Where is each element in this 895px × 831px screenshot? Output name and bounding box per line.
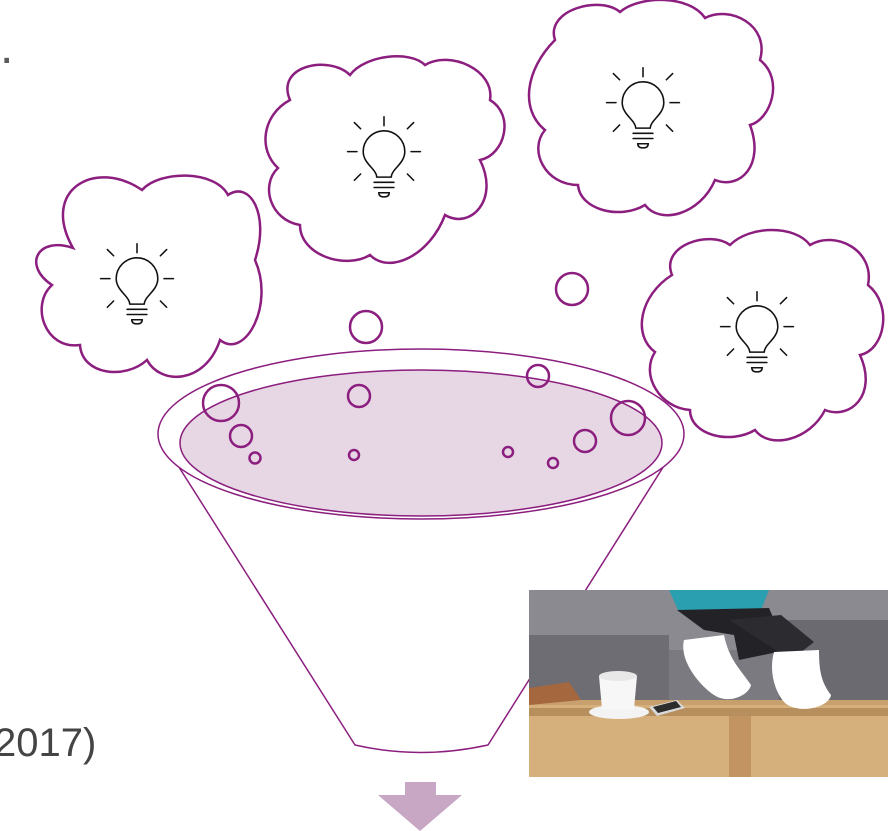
bubble <box>248 451 262 465</box>
bubble <box>347 448 361 462</box>
cloud-outline <box>34 174 263 378</box>
bubble <box>348 309 384 345</box>
funnel-liquid <box>179 369 663 517</box>
bubbles <box>201 271 647 470</box>
funnel-body <box>157 433 685 754</box>
thought-cloud-2 <box>264 55 506 265</box>
bubble <box>546 456 560 470</box>
thought-cloud-1 <box>34 174 263 378</box>
bubble <box>525 363 551 389</box>
thought-cloud-4 <box>640 228 885 442</box>
feet-on-table-photo <box>529 590 888 777</box>
thought-cloud-3 <box>527 0 775 217</box>
bubble <box>609 399 647 437</box>
arrow-down-icon <box>378 782 462 831</box>
bubble <box>228 423 254 449</box>
bubble <box>554 271 590 307</box>
funnel <box>157 348 685 754</box>
cloud-outline <box>527 0 775 217</box>
year-citation-fragment: 2017) <box>0 721 97 765</box>
cloud-outline <box>264 55 506 265</box>
stray-dot-text: . <box>0 21 14 74</box>
bubble <box>201 383 241 423</box>
bubble <box>346 383 372 409</box>
bubble <box>501 445 515 459</box>
cloud-outline <box>640 228 885 442</box>
bubble <box>572 428 598 454</box>
